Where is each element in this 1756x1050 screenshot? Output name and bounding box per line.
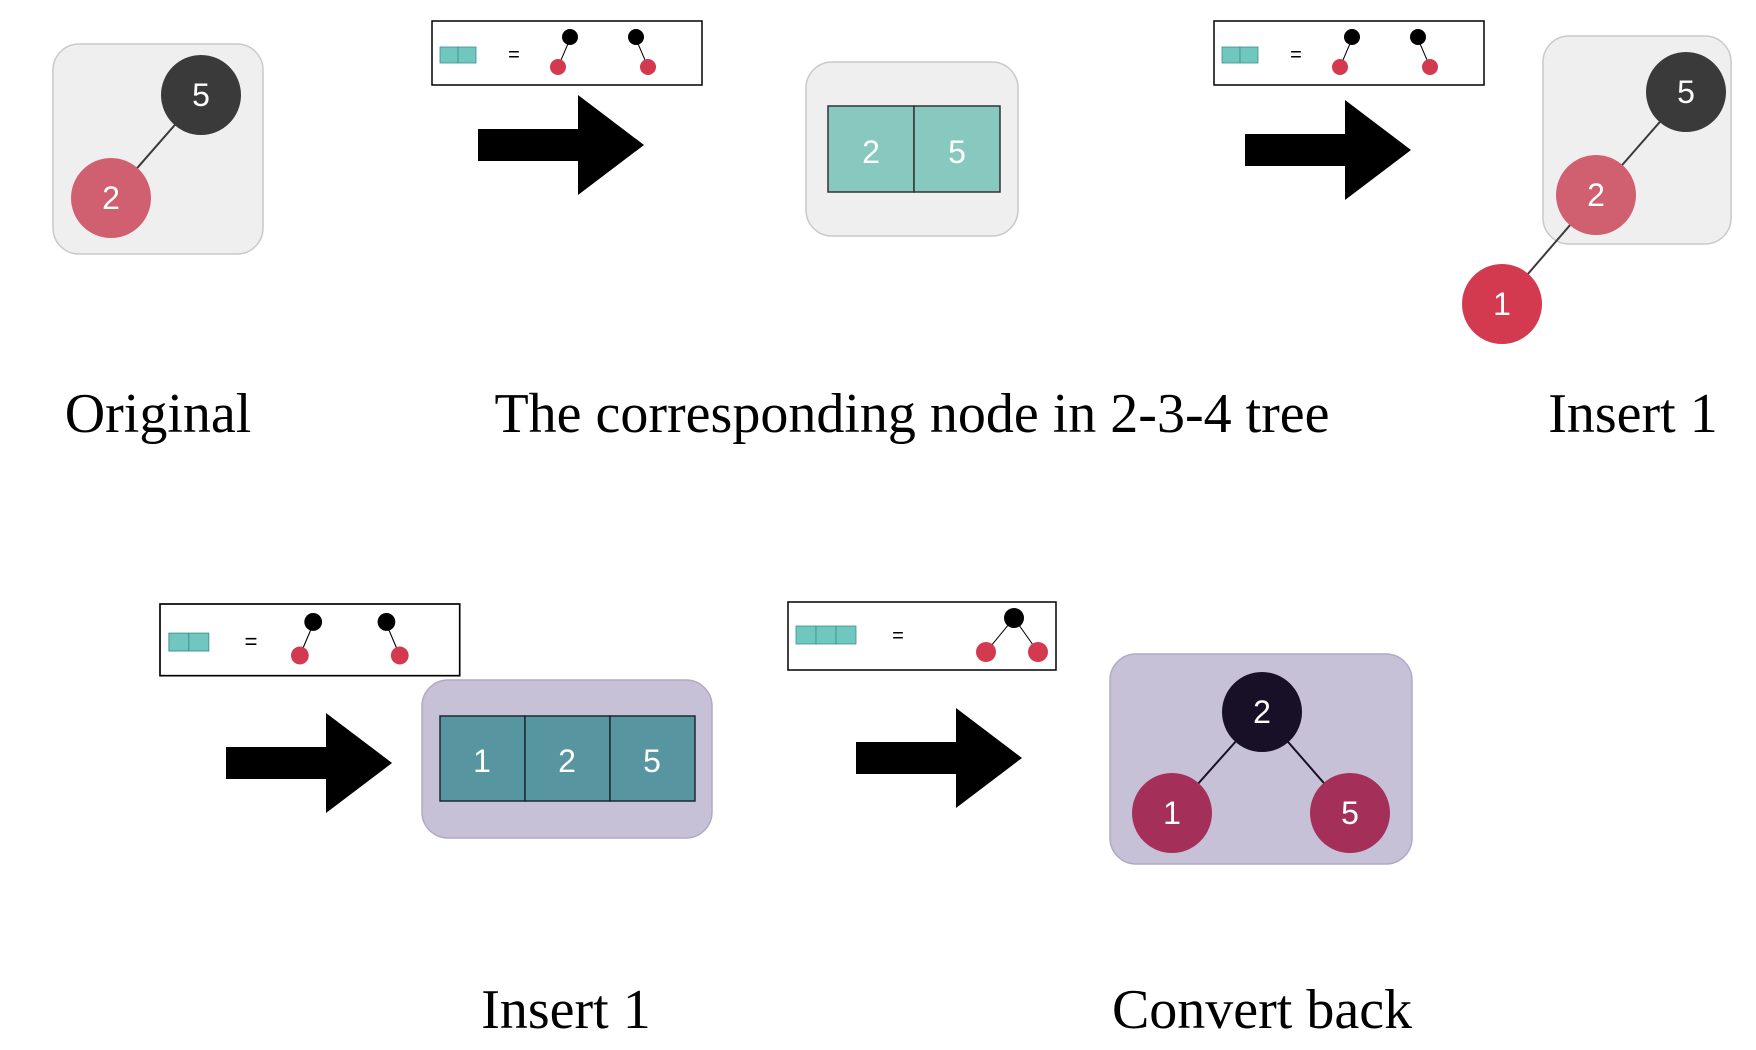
svg-text:2: 2 (1253, 694, 1271, 730)
svg-text:1: 1 (1163, 795, 1181, 831)
svg-text:2: 2 (102, 180, 120, 216)
converted-tree-panel: 2 1 5 (1109, 653, 1413, 865)
key-cell-1: 1 (473, 743, 491, 779)
key-cell-2: 2 (558, 743, 576, 779)
black-node-5: 5 (1646, 52, 1726, 132)
three-node-legend-2 (1213, 20, 1485, 86)
four-node-legend (787, 601, 1057, 671)
red-node-1: 1 (1462, 264, 1542, 344)
arrow-right-icon (226, 713, 392, 813)
key-cell-5: 5 (643, 743, 661, 779)
svg-text:5: 5 (1677, 74, 1695, 110)
black-node-5: 5 (161, 55, 241, 135)
caption-insert-1-bottom: Insert 1 (481, 979, 651, 1041)
red-node-2: 2 (71, 158, 151, 238)
original-tree-panel: 5 2 (52, 43, 264, 255)
caption-corresponding-node: The corresponding node in 2-3-4 tree (494, 383, 1329, 445)
black-node-2: 2 (1222, 672, 1302, 752)
svg-text:1: 1 (1493, 286, 1511, 322)
svg-text:2: 2 (1587, 177, 1605, 213)
red-node-5: 5 (1310, 773, 1390, 853)
three-node-legend-1 (431, 20, 703, 86)
four-node-panel: 1 2 5 (421, 679, 713, 839)
svg-text:5: 5 (192, 77, 210, 113)
key-cell-2: 2 (862, 134, 880, 170)
red-node-1: 1 (1132, 773, 1212, 853)
two-three-four-node-panel: 2 5 (805, 61, 1019, 237)
arrow-right-icon (1245, 100, 1411, 200)
three-node-legend-3 (159, 603, 461, 677)
red-node-2: 2 (1556, 155, 1636, 235)
svg-text:5: 5 (1341, 795, 1359, 831)
caption-original: Original (65, 383, 252, 445)
key-cell-5: 5 (948, 134, 966, 170)
arrow-right-icon (478, 95, 644, 195)
arrow-right-icon (856, 708, 1022, 808)
caption-insert-1-top: Insert 1 (1548, 383, 1718, 445)
caption-convert-back: Convert back (1112, 979, 1412, 1041)
inserted-tree-panel: 5 2 1 (1462, 35, 1732, 344)
